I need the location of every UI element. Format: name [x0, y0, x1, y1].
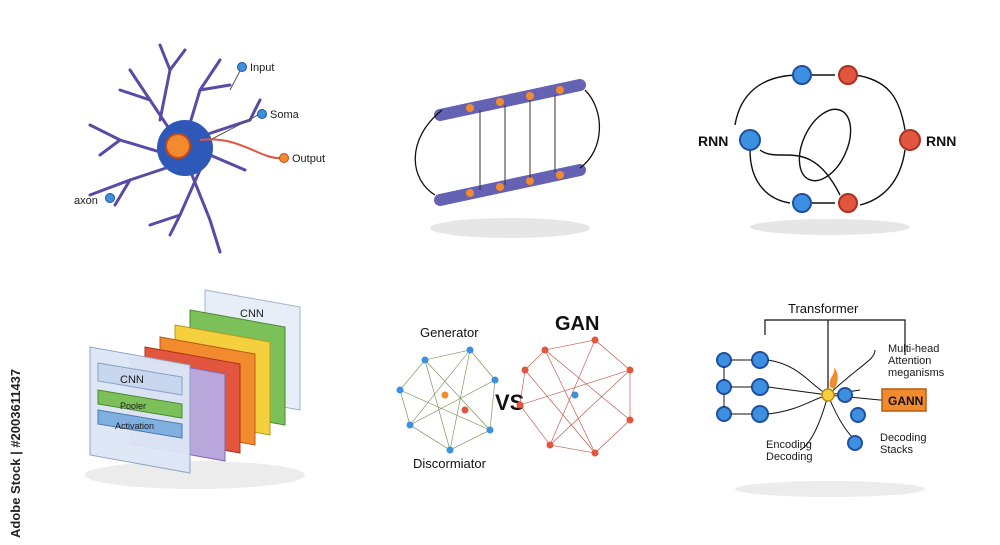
- generator-network: [399, 349, 496, 451]
- mha-line1: Multi-head: [888, 343, 939, 355]
- stock-id-text: Adobe Stock | #2003611437: [8, 369, 23, 538]
- attention-core: [821, 388, 835, 402]
- layers-shadow: [430, 218, 590, 238]
- rnn-shadow: [750, 219, 910, 235]
- transformer-links: [723, 349, 900, 451]
- generator-nodes: [396, 346, 499, 454]
- label-input: Input: [250, 62, 274, 74]
- mha-line3: meganisms: [888, 367, 945, 379]
- gann-label: GANN: [888, 394, 923, 408]
- cnn-shadow: [85, 461, 305, 489]
- transformer-title: Transformer: [788, 301, 859, 316]
- input-dot: [237, 62, 247, 72]
- rnn-center-loop: [798, 108, 852, 182]
- input-node-grid: [716, 351, 769, 423]
- output-dot: [279, 153, 289, 163]
- cnn-diagram: CNN CNN Pooler Activation: [85, 289, 305, 489]
- rnn-arrows: [734, 74, 906, 206]
- decoder-node-1: [837, 387, 853, 403]
- decoder-node-2: [850, 407, 866, 423]
- rnn-diagram: RNN RNN: [698, 65, 956, 235]
- lower-neuron-row: [434, 164, 586, 206]
- gan-diagram: Generator GAN VS Discormiator: [396, 313, 634, 471]
- layer-connections: [479, 95, 556, 190]
- neuron-layers-diagram: [414, 79, 601, 238]
- rnn-node-top-right: [838, 65, 858, 85]
- mha-line2: Attention: [888, 355, 931, 367]
- nucleus: [165, 133, 191, 159]
- left-loop-arrow: [414, 109, 443, 196]
- cnn-front-row1: Pooler: [120, 401, 146, 411]
- label-axon: axon: [74, 195, 98, 207]
- enc-line2: Decoding: [766, 451, 812, 463]
- rnn-node-top-left: [792, 65, 812, 85]
- upper-neuron-row: [434, 79, 586, 121]
- transformer-bracket: [764, 319, 906, 390]
- rnn-right-label: RNN: [926, 133, 956, 149]
- enc-line1: Encoding: [766, 439, 812, 451]
- rnn-left-label: RNN: [698, 133, 728, 149]
- soma-line: [209, 113, 261, 141]
- rnn-node-bottom-right: [838, 193, 858, 213]
- neuron-diagram: Input Soma Output axon: [74, 43, 325, 254]
- soma-dot: [257, 109, 267, 119]
- gan-generator-label: Generator: [420, 325, 479, 340]
- gan-discriminator-label: Discormiator: [413, 456, 487, 471]
- gan-title: GAN: [555, 313, 599, 335]
- transformer-shadow: [735, 481, 925, 497]
- discriminator-network: [519, 339, 631, 454]
- cnn-front-row2: Activation: [115, 421, 154, 431]
- dec-line1: Decoding: [880, 432, 926, 444]
- cnn-front-panel: CNN Pooler Activation: [89, 346, 191, 474]
- cnn-back-title: CNN: [240, 308, 264, 320]
- axon-dot: [105, 193, 115, 203]
- label-soma: Soma: [270, 109, 300, 121]
- axon-fiber: [199, 138, 283, 160]
- rnn-node-right: [899, 129, 921, 151]
- rnn-node-left: [739, 129, 761, 151]
- decoder-node-3: [847, 435, 863, 451]
- gann-box: [881, 388, 927, 412]
- cnn-front-title: CNN: [120, 374, 144, 386]
- discriminator-nodes: [516, 336, 634, 457]
- rnn-node-bottom-left: [792, 193, 812, 213]
- label-output: Output: [292, 153, 325, 165]
- neuron-dendrites: [88, 43, 262, 254]
- stock-watermark: Adobe Stock | #2003611437: [8, 369, 23, 538]
- right-loop-arrow: [579, 89, 601, 169]
- transformer-diagram: Transformer Multi-head Attention meganis…: [716, 301, 945, 497]
- dec-line2: Stacks: [880, 444, 914, 456]
- attention-flame: [829, 367, 838, 389]
